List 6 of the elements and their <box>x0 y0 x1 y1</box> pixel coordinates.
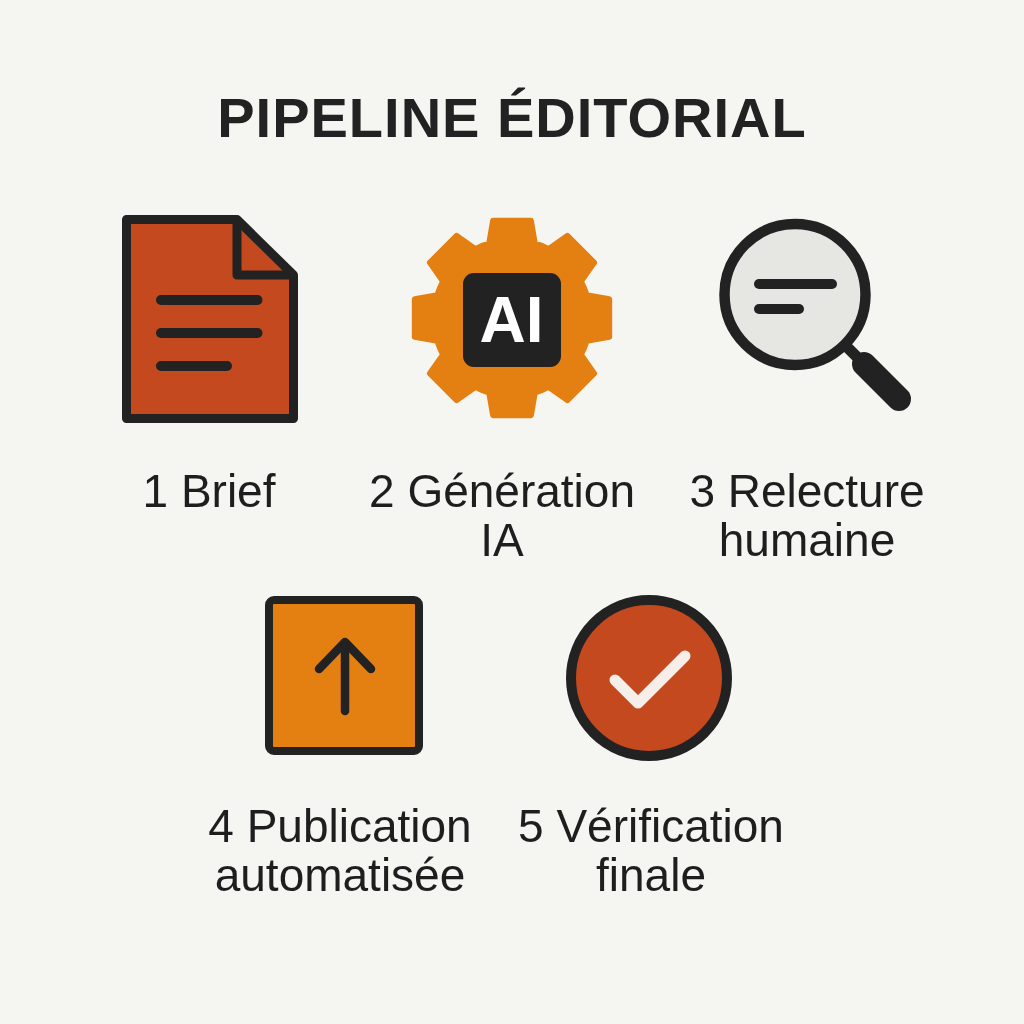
step-label: 1 Brief <box>141 467 277 516</box>
step-label: 2 Génération IA <box>368 467 636 565</box>
step-label: 5 Vérification finale <box>517 802 785 900</box>
ai-tag: AI <box>462 273 561 367</box>
step-label: 3 Relecture humaine <box>688 467 926 565</box>
step-label: 4 Publication automatisée <box>207 802 473 900</box>
